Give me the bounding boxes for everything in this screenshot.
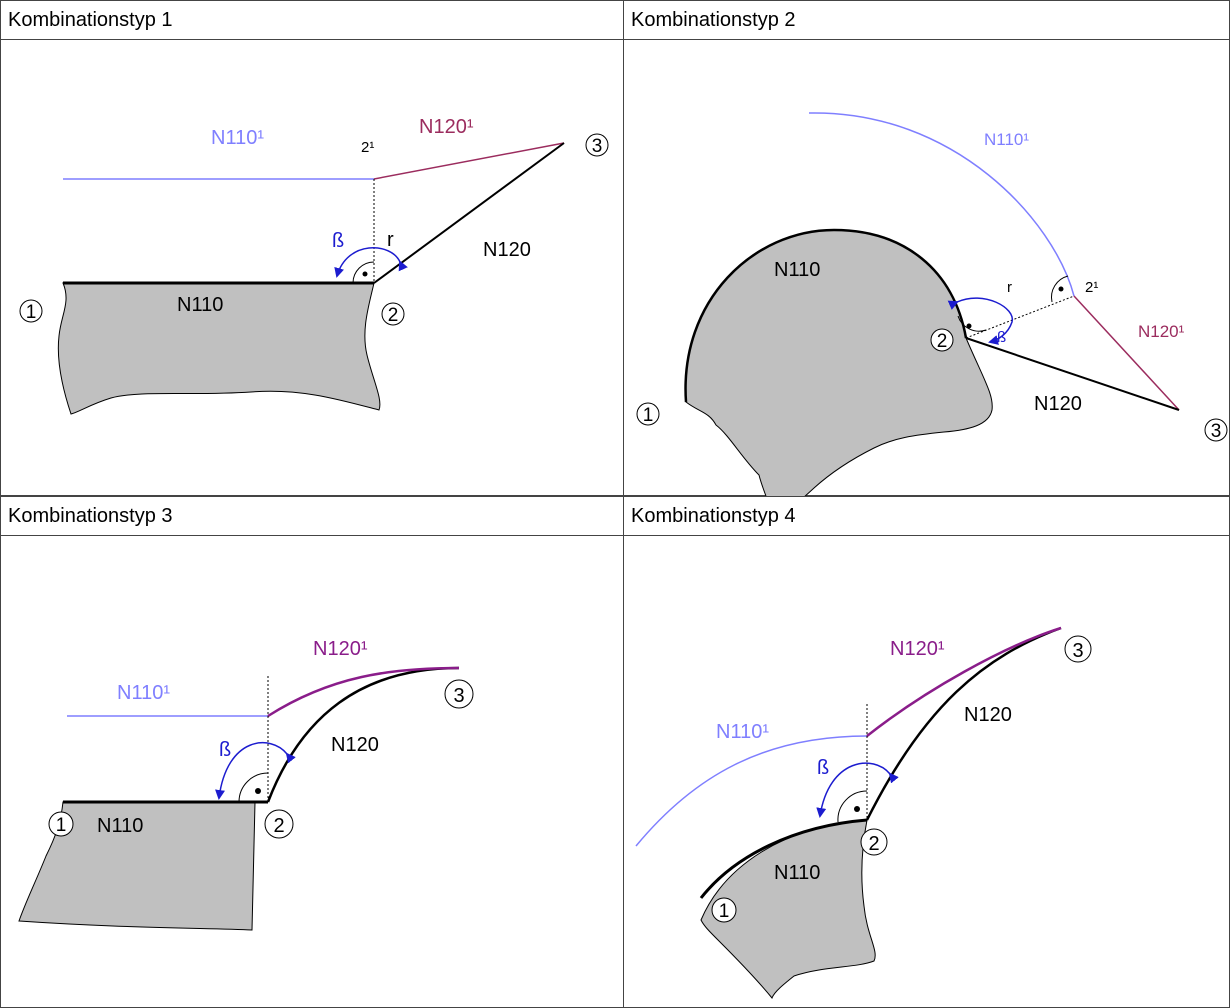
point-3-label: 3 <box>1072 640 1083 662</box>
point-1-circle <box>48 811 74 837</box>
label-n120: N120 <box>331 734 379 756</box>
point-1-label: 1 <box>643 405 654 426</box>
point-1-label: 1 <box>56 815 67 836</box>
label-n110-sub: N110¹ <box>984 130 1029 149</box>
label-n110-sub: N110¹ <box>117 682 170 704</box>
label-2-sub: 2¹ <box>1085 279 1098 296</box>
point-3-circle <box>1064 635 1092 663</box>
point-2-circle <box>930 328 954 352</box>
label-beta: ß <box>332 230 344 252</box>
diagram-1-svg: N110¹ N120¹ 2¹ N120 N110 ß r 1 2 3 <box>19 116 609 415</box>
label-n120: N120 <box>483 239 531 261</box>
right-angle-arc <box>238 772 269 803</box>
label-n110: N110 <box>97 815 143 837</box>
point-3-label: 3 <box>1211 421 1222 442</box>
label-n120-sub: N120¹ <box>1138 322 1185 341</box>
n120s-path <box>866 626 1062 737</box>
point-2-label: 2 <box>868 833 879 855</box>
panel-2-diagram: N110¹ N110 r 2¹ N120¹ ß N120 1 2 3 <box>623 40 1230 496</box>
label-r: r <box>387 229 394 251</box>
beta-arrow <box>215 741 296 800</box>
label-n120: N120 <box>964 704 1012 726</box>
beta-arrow <box>947 297 1013 345</box>
point-1-circle <box>636 402 660 426</box>
point-3-label: 3 <box>453 685 464 707</box>
label-n110-sub: N110¹ <box>716 721 769 743</box>
point-3-label: 3 <box>592 136 603 157</box>
panel-3-title: Kombinationstyp 3 <box>0 496 624 536</box>
label-beta: ß <box>817 757 829 779</box>
panel-1-title: Kombinationstyp 1 <box>0 0 624 40</box>
n110s-path <box>808 112 1075 297</box>
right-angle-dot <box>255 788 261 794</box>
point-2-circle <box>860 828 888 856</box>
point-3-circle <box>585 133 609 157</box>
point-2-circle <box>264 809 294 839</box>
panel-2-title: Kombinationstyp 2 <box>623 0 1230 40</box>
n110-edge <box>699 818 868 899</box>
panel-1-diagram: N110¹ N120¹ 2¹ N120 N110 ß r 1 2 3 <box>0 40 624 496</box>
point-1-circle <box>19 299 43 323</box>
n110s-path <box>635 735 868 847</box>
label-n120: N120 <box>1034 393 1082 415</box>
right-angle-arc-2 <box>1051 275 1069 303</box>
n120s-path <box>373 142 565 180</box>
label-n120-sub: N120¹ <box>419 116 474 138</box>
workpiece-shape <box>685 229 993 496</box>
panel-3-diagram: N120¹ N110¹ N120 ß N110 1 2 3 <box>0 536 624 1008</box>
workpiece-shape <box>18 801 256 931</box>
point-2-label: 2 <box>388 305 399 326</box>
diagram-4-svg: N120¹ N120 N110¹ ß N110 1 2 3 <box>635 626 1092 1000</box>
label-r: r <box>1007 279 1012 296</box>
point-1-label: 1 <box>719 901 730 922</box>
beta-arrow <box>334 247 408 278</box>
point-3-circle <box>444 679 474 709</box>
label-n120-sub: N120¹ <box>890 638 945 660</box>
label-n110: N110 <box>774 259 820 281</box>
n120-edge <box>373 142 565 284</box>
point-2-label: 2 <box>937 331 948 352</box>
point-1-circle <box>711 897 737 923</box>
n120-edge <box>965 337 1180 411</box>
label-2-sub: 2¹ <box>361 139 374 156</box>
label-n120-sub: N120¹ <box>313 638 368 660</box>
right-angle-dot-2 <box>1058 286 1064 292</box>
right-angle-dot <box>854 806 860 812</box>
panel-4-diagram: N120¹ N120 N110¹ ß N110 1 2 3 <box>623 536 1230 1008</box>
right-angle-dot-1 <box>966 323 972 329</box>
n110-edge <box>684 228 968 403</box>
point-3-circle <box>1204 418 1228 442</box>
right-angle-dot <box>362 271 368 277</box>
label-beta: ß <box>219 739 231 761</box>
panel-4-title: Kombinationstyp 4 <box>623 496 1230 536</box>
beta-arrow <box>816 762 899 818</box>
point-2-label: 2 <box>273 815 284 837</box>
diagram-2-svg: N110¹ N110 r 2¹ N120¹ ß N120 1 2 3 <box>636 112 1228 496</box>
label-n110-sub: N110¹ <box>211 127 264 149</box>
n120s-path <box>1073 295 1180 411</box>
label-n110: N110 <box>774 862 820 884</box>
radius-dotted <box>965 295 1075 339</box>
point-2-circle <box>381 302 405 326</box>
label-beta: ß <box>997 329 1006 346</box>
point-1-label: 1 <box>26 302 37 323</box>
workpiece-shape <box>57 282 381 415</box>
right-angle-arc <box>837 790 868 823</box>
diagram-3-svg: N120¹ N110¹ N120 ß N110 1 2 3 <box>18 638 474 931</box>
label-n110: N110 <box>177 294 223 316</box>
n120s-path <box>267 666 460 718</box>
